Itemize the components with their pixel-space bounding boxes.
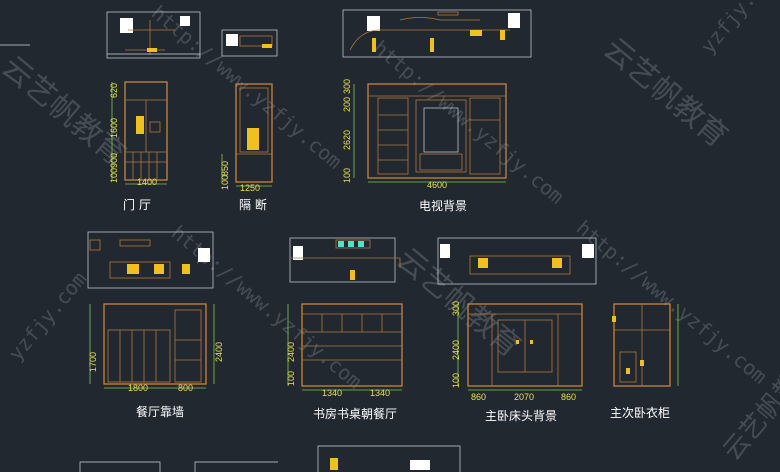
wardrobe-elevation: 主次卧衣柜 — [610, 303, 679, 420]
dim-partition-h1: 850 — [220, 161, 230, 176]
plan-strip-bed — [437, 237, 597, 285]
dim-tv-h4: 100 — [342, 168, 352, 183]
dim-tv-h2: 200 — [342, 97, 352, 112]
dining-wall-elevation: 1700 2400 1800 800 餐厅靠墙 — [88, 303, 224, 419]
dim-foyer-h1: 620 — [109, 83, 119, 98]
dim-tv-h1: 300 — [342, 79, 352, 94]
dim-study-w2: 1340 — [370, 388, 390, 398]
foyer-elevation: 620 1600 900 100 1400 门 厅 — [109, 81, 168, 212]
tv-wall-elevation: 300 200 2620 100 4600 电视背景 — [342, 79, 507, 213]
partition-elevation: 850 100 1250 隔 断 — [220, 83, 273, 212]
watermark-url: http://www.yzfjy.com — [147, 0, 347, 173]
dim-bed-w1: 860 — [471, 392, 486, 402]
dim-partition-w: 1250 — [240, 183, 260, 193]
dim-foyer-h3: 900 — [109, 153, 119, 168]
watermark-url-short: yzfjy.com — [3, 267, 91, 365]
plan-strip-tv — [342, 9, 532, 58]
label-study-desk: 书房书桌朝餐厅 — [313, 406, 397, 421]
dim-study-w1: 1340 — [322, 388, 342, 398]
dim-partition-h2: 100 — [220, 175, 230, 190]
label-master-bed: 主卧床头背景 — [485, 409, 557, 423]
watermark-url-short: yzfjy.com — [695, 0, 780, 58]
dim-foyer-w: 1400 — [137, 177, 157, 187]
study-books — [335, 239, 371, 249]
foyer-cabinet-grid — [125, 152, 167, 180]
watermark-url: http://www.yzfjy.com — [369, 35, 569, 208]
bottom-partial-drawings — [79, 445, 461, 472]
dim-bed-w2: 2070 — [514, 392, 534, 402]
dim-bed-h2: 2400 — [451, 340, 461, 360]
dim-dining-w1: 1800 — [128, 383, 148, 393]
plan-strip-foyer — [106, 11, 201, 59]
dim-foyer-h2: 1600 — [109, 118, 119, 138]
dim-dining-h1: 1700 — [88, 352, 98, 372]
dim-tv-w: 4600 — [427, 180, 447, 190]
dim-dining-h2: 2400 — [214, 342, 224, 362]
label-wardrobe: 主次卧衣柜 — [610, 405, 670, 420]
study-desk-elevation: 100 2400 1340 1340 书房书桌朝餐厅 — [286, 303, 403, 421]
dim-study-h2: 2400 — [286, 342, 296, 362]
dim-bed-w3: 860 — [561, 392, 576, 402]
decor-sculpture-icon — [247, 128, 259, 150]
dim-study-h1: 100 — [286, 371, 296, 386]
master-bed-elevation: 300 2400 100 860 2070 860 主卧床头背景 — [451, 301, 583, 423]
label-foyer: 门 厅 — [123, 197, 151, 212]
watermark-url: http://www.yzfjy.com — [572, 215, 772, 388]
plan-strip-study — [289, 237, 401, 283]
decor-figure-icon — [136, 116, 144, 134]
tv-screen — [423, 107, 459, 153]
label-partition: 隔 断 — [239, 197, 267, 212]
label-dining-wall: 餐厅靠墙 — [136, 404, 184, 419]
dim-bed-h3: 100 — [451, 373, 461, 388]
dim-tv-h3: 2620 — [342, 130, 352, 150]
dim-dining-w2: 800 — [178, 383, 193, 393]
dim-bed-h1: 300 — [451, 301, 461, 316]
watermark-url: http://www.yzfjy.com — [167, 220, 367, 393]
label-tv-wall: 电视背景 — [419, 198, 467, 213]
dim-foyer-h4: 100 — [109, 168, 119, 183]
plan-strip-dining — [87, 231, 214, 289]
plan-strip-partition — [221, 29, 278, 57]
